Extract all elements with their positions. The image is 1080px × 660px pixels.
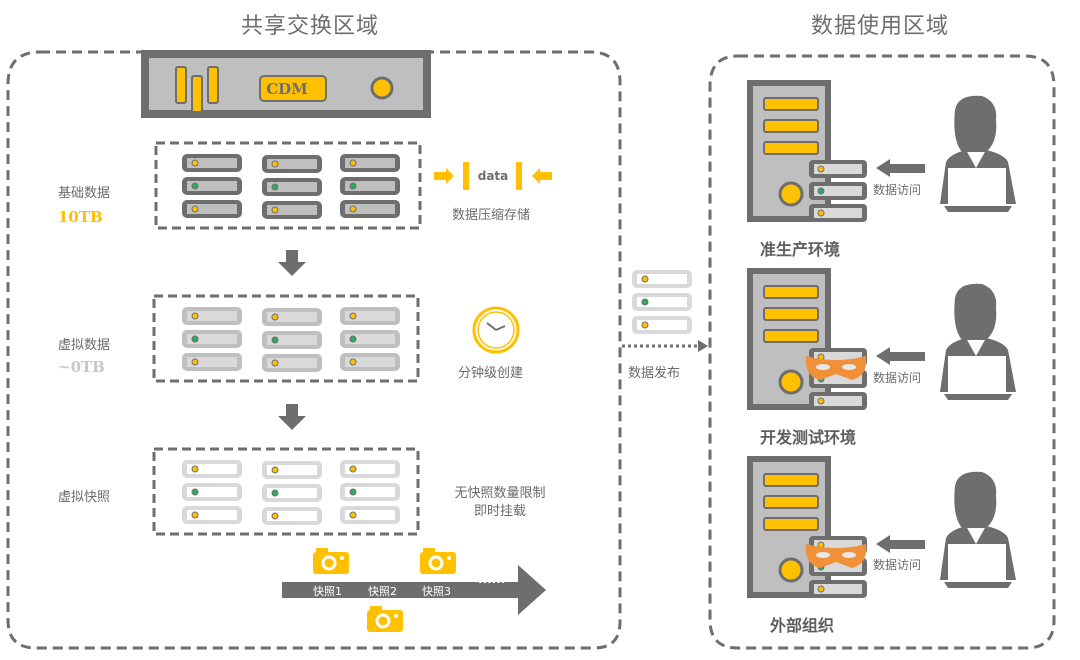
- server-unit-icon: [632, 293, 692, 311]
- row-note: 分钟级创建: [458, 366, 524, 381]
- snapshot-label: 快照3: [422, 585, 451, 598]
- env-access-label: 数据访问: [873, 558, 922, 572]
- server-unit-icon: [262, 484, 322, 502]
- server-unit-icon: [182, 200, 242, 218]
- server-unit-icon: [182, 307, 242, 325]
- user-laptop-icon: [940, 95, 1016, 212]
- environment-group: [747, 456, 1016, 598]
- row-size: 10TB: [58, 208, 103, 226]
- server-unit-icon: [809, 204, 867, 222]
- server-unit-icon: [340, 154, 400, 172]
- virtual-data-box: [152, 294, 420, 383]
- server-unit-icon: [809, 580, 867, 598]
- env-name: 外部组织: [770, 616, 835, 635]
- row-name: 虚拟快照: [58, 490, 111, 505]
- server-unit-icon: [262, 507, 322, 525]
- server-unit-icon: [809, 182, 867, 200]
- row-note: 无快照数量限制: [454, 486, 546, 501]
- server-unit-icon: [262, 331, 322, 349]
- down-arrow-icon: [278, 250, 306, 276]
- server-unit-icon: [262, 461, 322, 479]
- env-name: 准生产环境: [760, 240, 841, 259]
- left-arrow-icon: [876, 159, 925, 177]
- server-unit-icon: [182, 506, 242, 524]
- server-unit-icon: [340, 483, 400, 501]
- row-name: 基础数据: [58, 186, 111, 201]
- down-arrow-icon: [278, 404, 306, 430]
- publish-servers: [632, 270, 692, 334]
- server-unit-icon: [182, 330, 242, 348]
- clock-icon: [472, 306, 520, 354]
- server-unit-icon: [632, 316, 692, 334]
- shared-zone-border: [6, 50, 622, 650]
- server-unit-icon: [262, 308, 322, 326]
- server-unit-icon: [340, 330, 400, 348]
- compress-data-label: data: [477, 169, 509, 183]
- timeline-arrow: [282, 565, 546, 615]
- row-size: ~0TB: [58, 358, 105, 376]
- row-note-line2: 即时挂载: [473, 504, 526, 519]
- server-unit-icon: [262, 354, 322, 372]
- server-unit-icon: [182, 483, 242, 501]
- server-unit-icon: [340, 307, 400, 325]
- virtual-snapshot-servers: [182, 460, 400, 525]
- row-note: 数据压缩存储: [452, 208, 531, 223]
- shared-zone-title: 共享交换区域: [240, 14, 379, 39]
- server-unit-icon: [632, 270, 692, 288]
- server-unit-icon: [182, 460, 242, 478]
- snapshot-label: 快照2: [368, 585, 397, 598]
- server-unit-icon: [262, 201, 322, 219]
- camera-icon: [420, 548, 456, 574]
- data-mask-icon: [805, 544, 867, 568]
- server-unit-icon: [182, 177, 242, 195]
- virtual-data-servers: [182, 307, 400, 372]
- cdm-appliance-icon: [141, 50, 431, 118]
- env-name: 开发测试环境: [760, 428, 857, 447]
- server-unit-icon: [809, 160, 867, 178]
- server-unit-icon: [340, 353, 400, 371]
- env-access-label: 数据访问: [873, 371, 922, 385]
- row-name: 虚拟数据: [58, 338, 111, 353]
- camera-icon: [367, 606, 403, 632]
- environment-group: [747, 80, 1016, 222]
- server-unit-icon: [182, 353, 242, 371]
- server-tower-icon: [747, 80, 831, 222]
- timeline-ellipsis: ......: [478, 572, 506, 586]
- user-laptop-icon: [940, 283, 1016, 400]
- env-access-label: 数据访问: [873, 183, 922, 197]
- server-tower-icon: [747, 268, 831, 410]
- user-laptop-icon: [940, 471, 1016, 588]
- environment-group: [747, 268, 1016, 410]
- snapshot-label: 快照1: [313, 585, 342, 598]
- server-unit-icon: [340, 460, 400, 478]
- base-data-servers: [182, 154, 400, 219]
- server-unit-icon: [340, 177, 400, 195]
- server-tower-icon: [747, 456, 831, 598]
- camera-icon: [313, 548, 349, 574]
- usage-zone-border: [708, 54, 1056, 650]
- left-arrow-icon: [876, 535, 925, 553]
- server-unit-icon: [809, 392, 867, 410]
- compress-data-icon: [434, 162, 552, 190]
- server-unit-icon: [262, 155, 322, 173]
- base-data-box: [154, 141, 422, 230]
- virtual-snapshot-box: [152, 447, 420, 536]
- cdm-label: CDM: [266, 80, 308, 98]
- server-unit-icon: [340, 506, 400, 524]
- server-unit-icon: [182, 154, 242, 172]
- left-arrow-icon: [876, 347, 925, 365]
- server-unit-icon: [262, 178, 322, 196]
- server-unit-icon: [340, 200, 400, 218]
- data-mask-icon: [805, 356, 867, 380]
- usage-zone-title: 数据使用区域: [810, 14, 949, 39]
- publish-label: 数据发布: [628, 366, 681, 381]
